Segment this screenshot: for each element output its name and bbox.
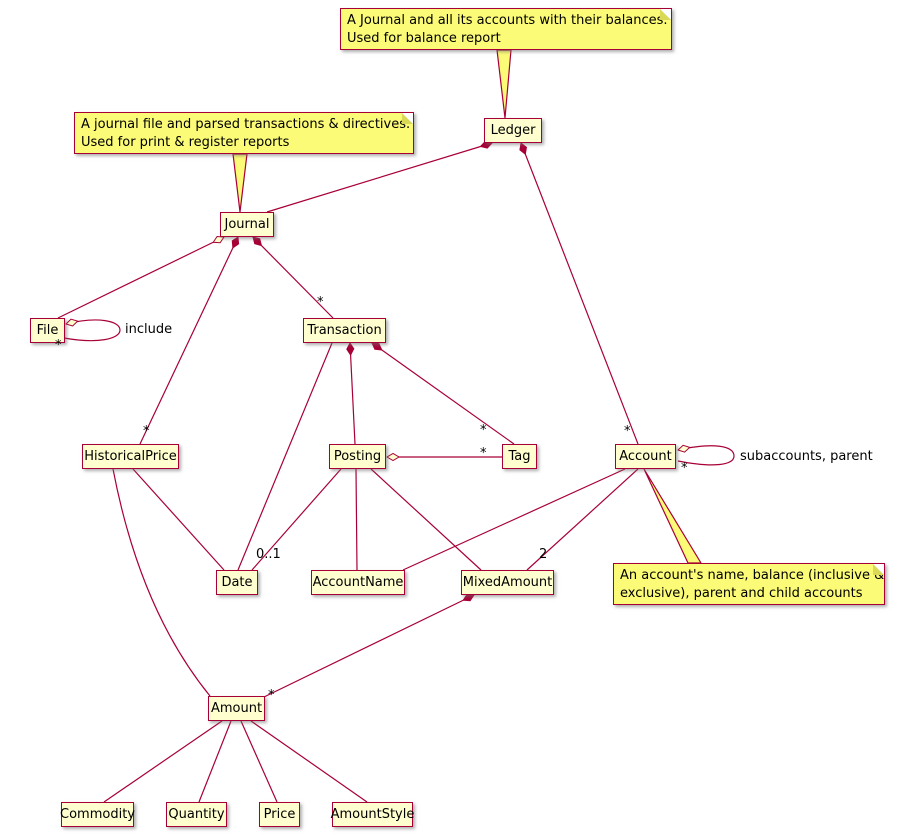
edge-amount-quantity: [198, 720, 232, 803]
edge-amount-commodity: [103, 720, 223, 803]
class-price: Price: [259, 802, 300, 827]
edge-transaction-date: [237, 342, 333, 571]
edge-amount-amountstyle: [250, 720, 368, 803]
class-tag: Tag: [502, 444, 537, 469]
class-account: Account: [615, 444, 676, 469]
class-historicalprice: HistoricalPrice: [82, 444, 179, 469]
class-amountstyle: AmountStyle: [331, 802, 414, 827]
edge-posting-mixedamount: [370, 468, 482, 571]
edge-journal-file: [57, 237, 224, 319]
multiplicity-account-mixedamount: 2: [539, 547, 548, 562]
note-fold-icon: [873, 564, 884, 575]
edge-journal-transaction: [253, 237, 334, 319]
edge-posting-accountname: [355, 468, 358, 571]
label-file-include: include: [125, 322, 173, 337]
note-journal-line1: A journal file and parsed transactions &…: [81, 117, 411, 132]
edge-journal-historicalprice: [139, 237, 238, 445]
class-quantity: Quantity: [166, 802, 227, 827]
multiplicity-account-self: *: [681, 461, 688, 476]
note-connector-journal: [232, 153, 248, 213]
note-account-line1: An account's name, balance (inclusive &: [620, 568, 885, 583]
edge-account-self-loop: [678, 446, 735, 466]
edge-amount-price: [240, 720, 278, 803]
note-journal: A journal file and parsed transactions &…: [74, 112, 414, 154]
multiplicity-posting-tag: *: [480, 446, 487, 461]
class-commodity: Commodity: [60, 802, 135, 827]
edge-mixedamount-amount: [263, 595, 474, 698]
class-mixedamount: MixedAmount: [461, 570, 554, 595]
edge-file-include-loop: [63, 320, 121, 342]
class-amount: Amount: [208, 696, 265, 721]
multiplicity-file-include: *: [55, 338, 62, 353]
edge-historicalprice-date: [132, 468, 225, 571]
note-connector-ledger: [496, 49, 512, 119]
edge-account-mixedamount: [526, 468, 639, 571]
multiplicity-journal-historicalprice: *: [143, 424, 150, 439]
class-ledger: Ledger: [484, 118, 542, 143]
multiplicity-transaction-tag: *: [480, 423, 487, 438]
multiplicity-journal-transaction: *: [317, 295, 324, 310]
multiplicity-mixedamount-amount: *: [268, 688, 275, 703]
edge-transaction-tag: [372, 343, 515, 445]
edge-account-accountname: [402, 468, 626, 571]
class-posting: Posting: [329, 444, 386, 469]
class-date: Date: [216, 570, 258, 595]
note-account-line2: exclusive), parent and child accounts: [620, 586, 863, 601]
note-fold-icon: [660, 9, 671, 20]
class-accountname: AccountName: [311, 570, 405, 595]
label-account-self: subaccounts, parent: [740, 449, 873, 464]
edge-transaction-posting: [350, 343, 356, 445]
note-fold-icon: [402, 113, 413, 124]
note-account: An account's name, balance (inclusive & …: [613, 563, 885, 605]
multiplicity-ledger-account: *: [624, 424, 631, 439]
class-journal: Journal: [220, 212, 274, 237]
note-ledger-line2: Used for balance report: [347, 31, 501, 46]
multiplicity-posting-date: 0..1: [256, 547, 281, 562]
edge-ledger-account: [521, 143, 639, 445]
edge-historicalprice-amount: [112, 468, 211, 697]
note-ledger: A Journal and all its accounts with thei…: [340, 8, 672, 50]
edge-ledger-journal: [266, 143, 492, 213]
note-journal-line2: Used for print & register reports: [81, 135, 290, 150]
note-ledger-line1: A Journal and all its accounts with thei…: [347, 13, 668, 28]
note-connector-account: [643, 468, 703, 564]
class-file: File: [30, 318, 65, 343]
class-transaction: Transaction: [303, 318, 386, 343]
edge-posting-date: [251, 468, 342, 571]
